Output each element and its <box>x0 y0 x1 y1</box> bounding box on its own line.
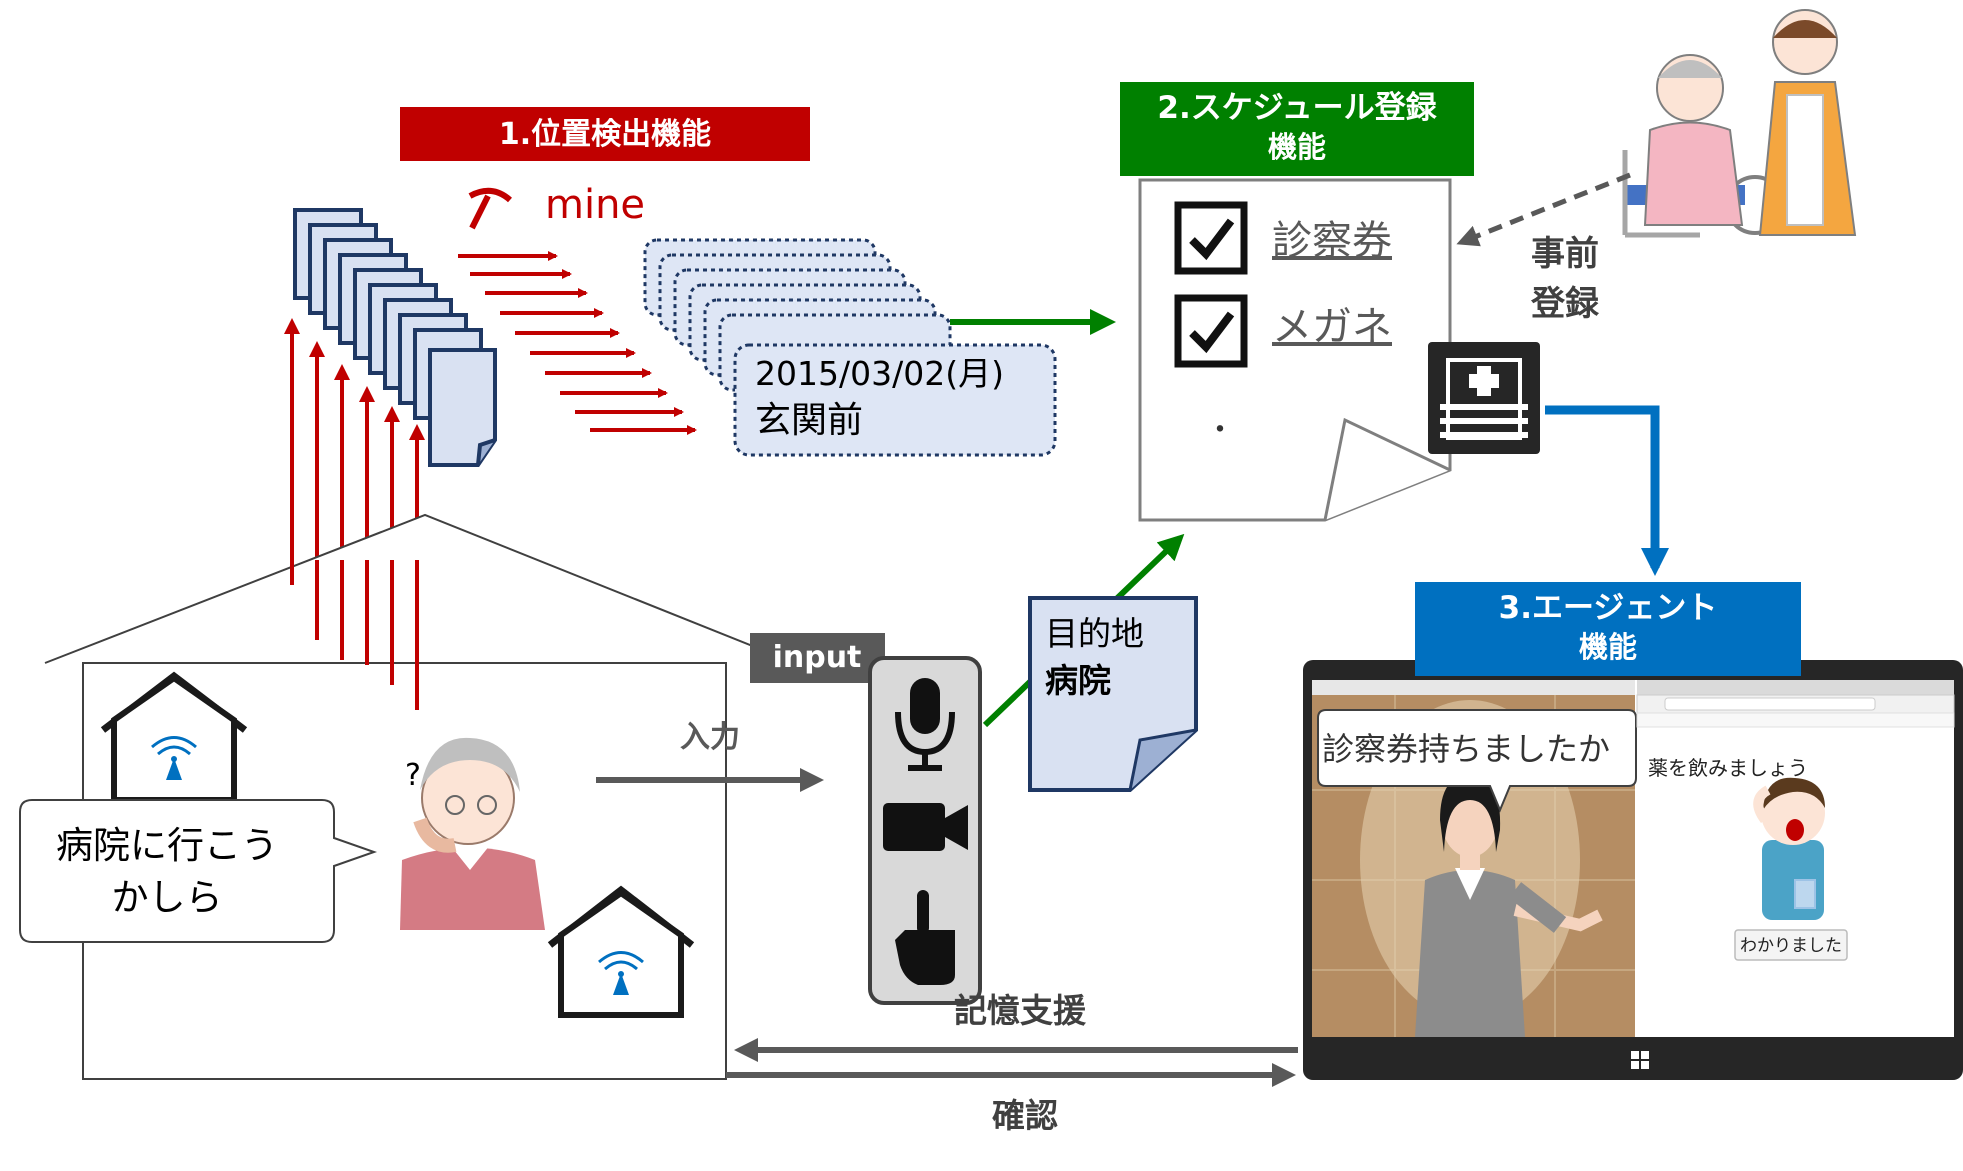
beacon-icon <box>547 885 695 1018</box>
schedule-card: 診察券 メガネ ・ <box>1138 178 1452 522</box>
question-mark: ? <box>405 758 421 793</box>
speech-line1: 病院に行こう <box>56 824 278 867</box>
microphone-icon <box>895 678 955 771</box>
memory-support-label: 記憶支援 <box>954 991 1087 1030</box>
browser-window: 薬を飲みましょう わかりました <box>1636 680 1955 961</box>
tablet: 診察券持ちましたか 薬を飲みましょう わかりました <box>1303 660 1963 1080</box>
browser-title: 薬を飲みましょう <box>1648 756 1808 780</box>
caregiver-illustration <box>1622 9 1857 238</box>
mining-arrows <box>458 251 697 435</box>
agent-label-line2: 機能 <box>1579 630 1637 664</box>
mined-record: 2015/03/02(月) 玄関前 <box>733 343 1057 457</box>
schedule-item-1: 診察券 <box>1272 218 1392 264</box>
mine-label: mine <box>545 182 645 228</box>
agent-label-line1: 3.エージェント <box>1499 590 1718 626</box>
input-tab-label: input <box>773 640 862 675</box>
agent-label: 3.エージェント 機能 <box>1415 582 1801 676</box>
schedule-registration-label: 2.スケジュール登録 機能 <box>1120 82 1474 176</box>
medicine-boy-illustration <box>1753 777 1825 920</box>
schedule-label-line2: 機能 <box>1268 130 1326 164</box>
agent-speech-bubble: 診察券持ちましたか <box>1317 709 1637 813</box>
pre-registration-line1: 事前 <box>1531 234 1599 274</box>
destination-line2: 病院 <box>1045 661 1111 700</box>
schedule-more: ・ <box>1205 413 1235 448</box>
sensor-upload-arrows-base <box>290 560 419 710</box>
agent-character <box>1415 775 1603 1037</box>
input-devices-panel: input <box>750 633 982 1005</box>
destination-note: 目的地 病院 <box>1028 596 1198 792</box>
windows-logo-icon <box>1631 1051 1649 1069</box>
record-date: 2015/03/02(月) <box>755 354 1004 393</box>
record-place: 玄関前 <box>755 400 863 441</box>
position-detection-text: 1.位置検出機能 <box>499 117 711 152</box>
schedule-to-agent-arrow <box>1545 405 1669 576</box>
position-detection-label: 1.位置検出機能 <box>400 107 810 161</box>
schedule-label-line1: 2.スケジュール登録 <box>1157 90 1437 126</box>
pre-registration-arrow <box>1456 172 1631 247</box>
input-arrow-label: 入力 <box>680 720 740 755</box>
schedule-item-2: メガネ <box>1272 304 1392 350</box>
touch-icon <box>895 890 955 985</box>
checkbox-icon <box>1174 294 1248 368</box>
understood-button-label: わかりました <box>1740 936 1842 956</box>
sensor-log-stack <box>293 208 497 467</box>
user-speech-bubble: 病院に行こう かしら <box>19 799 378 943</box>
beacon-icon <box>100 671 248 803</box>
pre-registration-line2: 登録 <box>1530 284 1600 324</box>
checkbox-icon <box>1174 201 1248 275</box>
elderly-woman-illustration <box>400 737 545 930</box>
speech-line2: かしら <box>112 876 223 919</box>
confirm-label: 確認 <box>992 1096 1058 1135</box>
video-camera-icon <box>883 803 968 851</box>
destination-line1: 目的地 <box>1045 614 1144 653</box>
understood-button[interactable]: わかりました <box>1734 929 1848 961</box>
pickaxe-icon <box>468 187 512 230</box>
agent-speech-text: 診察券持ちましたか <box>1322 730 1610 768</box>
hospital-icon <box>1428 342 1540 454</box>
